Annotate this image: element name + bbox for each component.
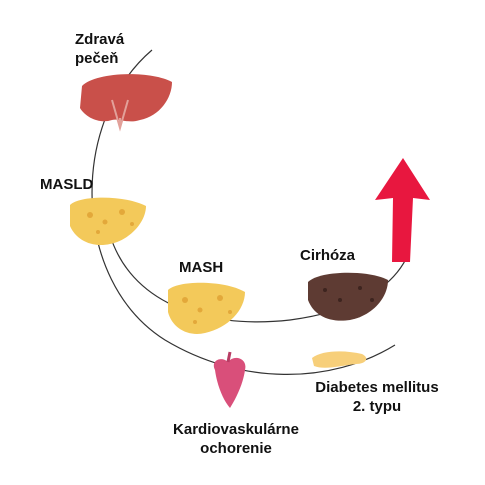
healthy-liver-label-line1: Zdravá — [75, 31, 125, 48]
mash-label: MASH — [179, 259, 224, 276]
diabetes-label: Diabetes mellitus 2. typu — [302, 378, 452, 416]
cirrhosis-label: Cirhóza — [300, 247, 356, 264]
healthy-liver-icon — [80, 74, 172, 132]
mash-liver-icon — [168, 282, 245, 334]
cardio-label-line2: ochorenie — [200, 440, 272, 457]
healthy-liver-label: Zdravá pečeň — [75, 30, 124, 68]
outer-arc — [91, 49, 396, 375]
healthy-liver-label-line2: pečeň — [75, 50, 119, 67]
heart-icon — [213, 351, 246, 408]
cardio-label-line1: Kardiovaskulárne — [173, 421, 299, 438]
cirrhosis-liver-icon — [308, 272, 388, 321]
masld-label: MASLD — [40, 176, 94, 193]
up-arrow-icon — [375, 158, 430, 262]
diabetes-label-line1: Diabetes mellitus — [315, 379, 439, 396]
diabetes-label-line2: 2. typu — [352, 398, 402, 415]
pancreas-icon — [312, 351, 367, 368]
cardio-label: Kardiovaskulárne ochorenie — [161, 420, 311, 458]
masld-liver-icon — [70, 197, 146, 246]
